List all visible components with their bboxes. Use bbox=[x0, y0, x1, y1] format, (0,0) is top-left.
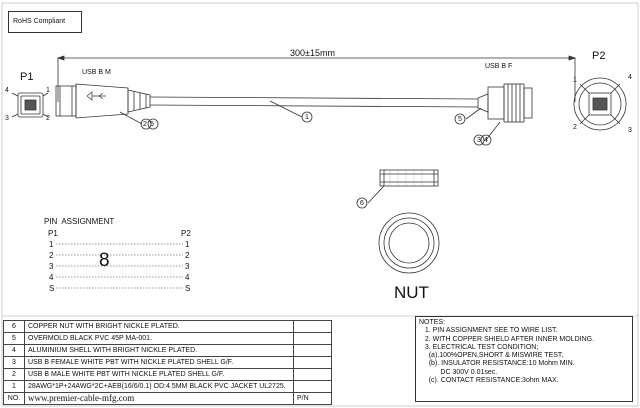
table-row: 3 USB B FEMALE WHITE PBT WITH NICKLE PLA… bbox=[3, 356, 332, 369]
website-link[interactable]: www.premier-cable-mfg.com bbox=[24, 392, 294, 405]
note-line: 2. WITH COPPER SHIELD AFTER INNER MOLDIN… bbox=[419, 335, 595, 343]
p2-connector-face bbox=[573, 77, 627, 131]
table-row: 5 OVERMOLD BLACK PVC 45P MA-001. bbox=[3, 332, 332, 345]
table-row: 1 28AWG*1P+24AWG*2C+AEB(16/6/0.1) OD:4.5… bbox=[3, 380, 332, 393]
pin-assignment-lines bbox=[56, 243, 183, 289]
balloon-2: 2 bbox=[143, 121, 147, 128]
note-line: (b). INSULATOR RESISTANCE:10 Mohm MIN. bbox=[419, 360, 575, 368]
bom-desc: ALUMINIUM SHELL WITH BRIGHT NICKLE PLATE… bbox=[24, 344, 294, 357]
p1-pin-3: 3 bbox=[5, 115, 9, 122]
bom-pn bbox=[293, 380, 332, 393]
table-row: 4 ALUMINIUM SHELL WITH BRIGHT NICKLE PLA… bbox=[3, 344, 332, 357]
bom-desc: USB B FEMALE WHITE PBT WITH NICKLE PLATE… bbox=[24, 356, 294, 369]
pin-assignment-p1: P1 bbox=[48, 229, 58, 238]
bom-pn-header: P/N bbox=[293, 392, 332, 405]
bom-no: 5 bbox=[3, 332, 25, 345]
balloon-5a: 5 bbox=[150, 121, 154, 128]
pin-row-left: 1 bbox=[49, 240, 54, 249]
p2-label: P2 bbox=[592, 50, 606, 62]
bom-no: 2 bbox=[3, 368, 25, 381]
note-line: (c). CONTACT RESISTANCE:3ohm MAX. bbox=[419, 377, 559, 385]
bom-pn bbox=[293, 368, 332, 381]
pin-row-left: S bbox=[49, 284, 55, 293]
p2-pin-4: 4 bbox=[628, 74, 632, 81]
p1-pin-1: 1 bbox=[46, 87, 50, 94]
pin-row-left: 4 bbox=[49, 273, 54, 282]
balloon-3: 3 bbox=[477, 137, 481, 144]
balloon-6: 6 bbox=[360, 200, 364, 207]
nut-label: NUT bbox=[394, 283, 429, 302]
bom-desc: 28AWG*1P+24AWG*2C+AEB(16/6/0.1) OD:4.5MM… bbox=[24, 380, 294, 393]
balloon-leaders bbox=[119, 100, 501, 209]
pin-row-right: 2 bbox=[185, 251, 190, 260]
right-connector-label: USB B F bbox=[485, 63, 513, 70]
bom-no: 6 bbox=[3, 320, 25, 333]
note-line: 1. PIN ASSIGNMENT SEE TO WIRE LIST. bbox=[419, 327, 558, 335]
note-line: (a).100%OPEN,SHORT & MISWIRE TEST, bbox=[419, 352, 564, 360]
bom-no: 4 bbox=[3, 344, 25, 357]
table-row: 6 COPPER NUT WITH BRIGHT NICKLE PLATED. bbox=[3, 320, 332, 333]
pin-row-left: 3 bbox=[49, 262, 54, 271]
bom-desc: OVERMOLD BLACK PVC 45P MA-001. bbox=[24, 332, 294, 345]
pin-assignment-title: PIN ASSIGNMENT bbox=[44, 217, 115, 226]
table-row: NO. www.premier-cable-mfg.com P/N bbox=[3, 392, 332, 405]
bom-desc: USB B MALE WHITE PBT WITH NICKLE PLATED … bbox=[24, 368, 294, 381]
notes-title: NOTES: bbox=[419, 319, 446, 326]
balloon-1: 1 bbox=[305, 114, 309, 121]
nut-side-view bbox=[379, 169, 439, 187]
table-row: 2 USB B MALE WHITE PBT WITH NICKLE PLATE… bbox=[3, 368, 332, 381]
pin-row-right: 4 bbox=[185, 273, 190, 282]
bom-no: NO. bbox=[3, 392, 25, 405]
note-line: 3. ELECTRICAL TEST CONDITION; bbox=[419, 343, 539, 351]
balloon-5b: 5 bbox=[458, 116, 462, 123]
rohs-box bbox=[8, 11, 82, 33]
nut-front-view bbox=[378, 212, 440, 274]
left-connector-label: USB B M bbox=[82, 69, 111, 76]
twisted-pair-mark: 8 bbox=[99, 250, 110, 271]
bom-pn bbox=[293, 332, 332, 345]
length-dimension bbox=[56, 55, 577, 102]
notes-box: NOTES: 1. PIN ASSIGNMENT SEE TO WIRE LIS… bbox=[415, 316, 633, 402]
pin-row-right: S bbox=[185, 284, 191, 293]
balloon-4: 4 bbox=[484, 137, 488, 144]
bom-no: 3 bbox=[3, 356, 25, 369]
pin-row-left: 2 bbox=[49, 251, 54, 260]
bill-of-materials: 6 COPPER NUT WITH BRIGHT NICKLE PLATED. … bbox=[3, 320, 332, 405]
p1-connector-face bbox=[11, 92, 49, 118]
cable-body bbox=[149, 96, 479, 108]
length-dimension-label: 300±15mm bbox=[290, 48, 335, 58]
bom-pn bbox=[293, 356, 332, 369]
usb-b-female-panel-mount bbox=[477, 83, 533, 123]
p1-pin-4: 4 bbox=[5, 87, 9, 94]
pin-row-right: 1 bbox=[185, 240, 190, 249]
bom-desc: COPPER NUT WITH BRIGHT NICKLE PLATED. bbox=[24, 320, 294, 333]
p1-label: P1 bbox=[20, 71, 34, 83]
bom-pn bbox=[293, 344, 332, 357]
bom-no: 1 bbox=[3, 380, 25, 393]
p2-pin-3: 3 bbox=[628, 127, 632, 134]
note-line: DC 300V 0.01sec. bbox=[419, 368, 498, 376]
usb-b-male-plug bbox=[55, 83, 151, 119]
rohs-label: RoHS Compliant bbox=[13, 18, 66, 25]
bom-pn bbox=[293, 320, 332, 333]
p2-pin-1: 1 bbox=[573, 77, 577, 84]
pin-assignment-p2: P2 bbox=[181, 229, 191, 238]
p1-pin-2: 2 bbox=[46, 115, 50, 122]
p2-pin-2: 2 bbox=[573, 124, 577, 131]
pin-row-right: 3 bbox=[185, 262, 190, 271]
